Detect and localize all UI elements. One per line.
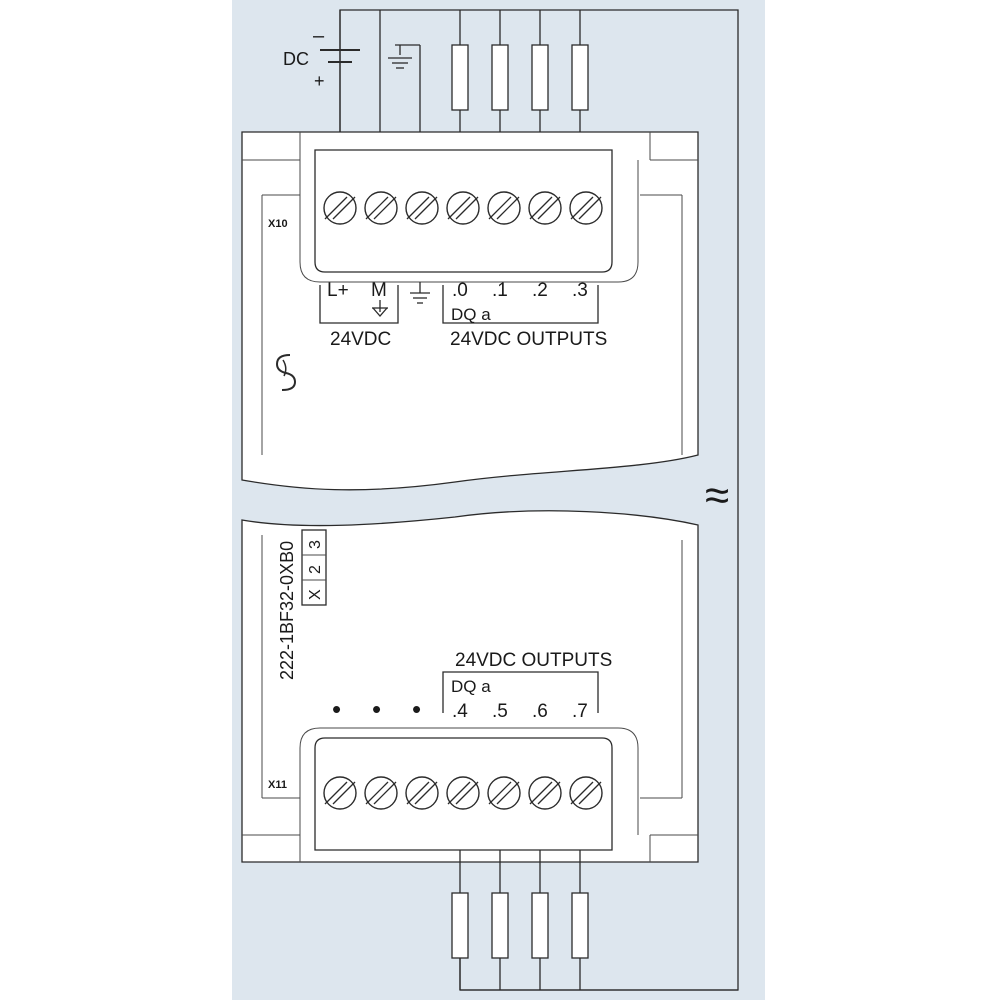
terminal-screw [405, 776, 439, 810]
version-box-3: 3 [307, 540, 324, 549]
load-resistor [531, 892, 549, 959]
terminal-label-lplus: L+ [327, 280, 349, 301]
terminal-screw [569, 191, 603, 225]
ground-symbol [410, 282, 430, 304]
terminal-screw [487, 776, 521, 810]
minus-label: – [313, 25, 325, 47]
terminal-screw [364, 776, 398, 810]
load-resistor [531, 44, 549, 111]
terminal-label-6: .6 [532, 701, 548, 722]
connector-id-x11: X11 [268, 779, 287, 791]
terminal-label-1: .1 [492, 280, 508, 301]
terminal-screw [528, 191, 562, 225]
break-symbol: ≈ [705, 471, 729, 520]
bottom-wiring [451, 850, 738, 991]
terminal-screw [364, 191, 398, 225]
group-label-top: DQ a [451, 305, 491, 324]
terminal-label-2: .2 [532, 280, 548, 301]
terminal-screw [569, 776, 603, 810]
outputs-label-bottom: 24VDC OUTPUTS [455, 650, 612, 671]
dot-2: • [372, 694, 381, 724]
top-terminal-block [299, 149, 639, 283]
outputs-bracket-bottom [442, 671, 599, 713]
terminal-screw [528, 776, 562, 810]
terminal-label-m: M [371, 280, 387, 301]
terminal-label-3: .3 [572, 280, 588, 301]
load-resistor [491, 44, 509, 111]
top-wiring [320, 9, 739, 991]
version-box-x: X [307, 589, 324, 600]
load-resistor [571, 892, 589, 959]
version-box-2: 2 [307, 565, 324, 574]
terminal-label-5: .5 [492, 701, 508, 722]
bottom-terminal-block [299, 727, 639, 851]
terminal-screw [405, 191, 439, 225]
terminal-label-7: .7 [572, 701, 588, 722]
outputs-label-top: 24VDC OUTPUTS [450, 329, 607, 350]
terminal-screw [446, 776, 480, 810]
terminal-label-4: .4 [452, 701, 468, 722]
load-resistor [571, 44, 589, 111]
terminal-label-0: .0 [452, 280, 468, 301]
siemens-s-icon [275, 354, 297, 391]
dc-label: DC [283, 49, 309, 69]
part-number: 222-1BF32-0XB0 [277, 541, 297, 680]
terminal-screw [446, 191, 480, 225]
outputs-bracket [442, 285, 599, 324]
terminal-screw [323, 776, 357, 810]
part-number-block: 222-1BF32-0XB0 X 2 3 [277, 529, 327, 680]
terminal-screw [323, 191, 357, 225]
group-label-bottom: DQ a [451, 677, 491, 696]
load-resistor [451, 44, 469, 111]
terminal-screw [487, 191, 521, 225]
load-resistor [491, 892, 509, 959]
dot-3: • [412, 694, 421, 724]
power-label: 24VDC [330, 329, 391, 350]
load-resistor [451, 892, 469, 959]
power-bracket [319, 285, 399, 324]
connector-id-x10: X10 [268, 218, 288, 230]
plus-label: + [314, 71, 325, 91]
dot-1: • [332, 694, 341, 724]
